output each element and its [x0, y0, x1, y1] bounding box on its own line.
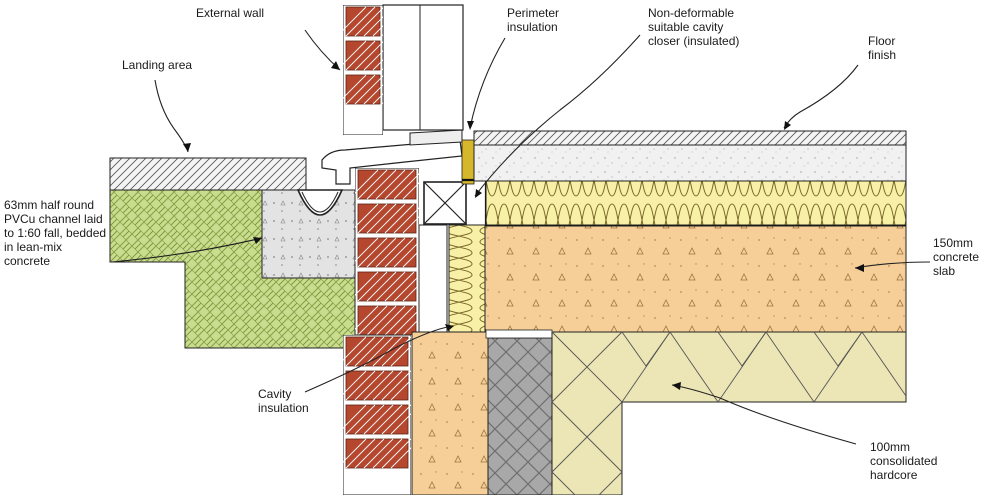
brick-hatch: [345, 438, 376, 469]
label-landing-area: Landing area: [122, 58, 193, 72]
brick-hatch: [354, 74, 385, 105]
concrete-slab: [484, 225, 907, 333]
brick-hatch: [384, 271, 415, 302]
brick-hatch: [372, 370, 403, 401]
brick-hatch: [363, 370, 394, 401]
brick-hatch: [402, 203, 419, 234]
label-concrete-slab: 150mm concrete slab: [933, 236, 980, 278]
brick-hatch: [381, 404, 412, 435]
door-frame: [382, 4, 464, 131]
brick-hatch: [345, 6, 376, 37]
brick: [357, 237, 417, 268]
brick-hatch: [384, 305, 415, 336]
brick-hatch: [384, 169, 415, 200]
brick-hatch: [366, 203, 397, 234]
brick-hatch: [381, 438, 412, 469]
brick-hatch: [393, 203, 419, 234]
label-perimeter-insulation: Perimeter insulation: [507, 6, 560, 34]
brick: [357, 203, 417, 234]
brick-hatch: [357, 237, 388, 268]
brick-hatch: [393, 169, 419, 200]
brick-hatch: [357, 271, 388, 302]
brick-hatch: [345, 40, 376, 71]
brick-hatch: [354, 336, 385, 367]
brick: [345, 438, 409, 469]
brick-hatch: [343, 336, 367, 367]
brick-hatch: [375, 203, 406, 234]
brick-hatch: [354, 6, 385, 37]
brick-hatch: [372, 404, 403, 435]
brick-hatch: [354, 40, 385, 71]
brick-hatch: [345, 404, 376, 435]
brick-hatch: [354, 404, 385, 435]
brick-hatch: [354, 438, 385, 469]
brick-hatch: [345, 336, 376, 367]
brick-hatch: [354, 370, 385, 401]
brick-hatch: [384, 203, 415, 234]
label-cavity-insulation: Cavity insulation: [258, 387, 309, 415]
brick-hatch: [375, 271, 406, 302]
brick-hatch: [343, 6, 367, 37]
floor-build-up: [473, 130, 907, 227]
brick-hatch: [343, 404, 367, 435]
label-floor-finish: Floor finish: [868, 34, 897, 62]
brick-hatch: [366, 237, 397, 268]
label-channel: 63mm half round PVCu channel laid to 1:6…: [4, 198, 107, 268]
brick-hatch: [363, 336, 394, 367]
brick-hatch: [345, 74, 376, 105]
brick-hatch: [402, 169, 419, 200]
brick-hatch: [393, 237, 419, 268]
hardcore: [551, 331, 907, 496]
inner-foundation: [411, 329, 553, 496]
cavity-closer: [423, 181, 467, 225]
brick-hatch: [384, 237, 415, 268]
brick-hatch: [393, 305, 419, 336]
leader-lines: [111, 29, 931, 445]
brick-hatch: [402, 237, 419, 268]
brick-hatch: [357, 203, 388, 234]
threshold-sill: [321, 129, 463, 185]
perimeter-insulation-strip: [461, 139, 475, 185]
brick-hatch: [393, 271, 419, 302]
label-external-wall: External wall: [196, 6, 265, 20]
brick-hatch: [366, 169, 397, 200]
label-cavity-closer: Non-deformable suitable cavity closer (i…: [648, 6, 740, 48]
brick-hatch: [343, 370, 367, 401]
brick-hatch: [366, 271, 397, 302]
brick-hatch: [366, 305, 397, 336]
brick-hatch: [372, 438, 403, 469]
leader-arrows: [183, 61, 864, 390]
brick-hatch: [345, 370, 376, 401]
brick-hatch: [375, 305, 406, 336]
external-brick-wall: [343, 5, 419, 495]
label-hardcore: 100mm consolidated hardcore: [870, 440, 938, 482]
brick-hatch: [381, 370, 412, 401]
brick-hatch: [343, 74, 367, 105]
brick-hatch: [402, 271, 419, 302]
brick-hatch: [375, 169, 406, 200]
brick-hatch: [343, 40, 367, 71]
brick-hatch: [372, 336, 403, 367]
brick-hatch: [357, 305, 388, 336]
brick-hatch: [381, 336, 412, 367]
lean-mix-bed: [261, 189, 356, 279]
brick: [357, 271, 417, 302]
brick-hatch: [363, 404, 394, 435]
brick-hatch: [363, 438, 394, 469]
brick-hatch: [375, 237, 406, 268]
landing-ground: [109, 157, 356, 349]
brick-hatch: [402, 305, 419, 336]
brick: [357, 169, 417, 200]
brick-hatch: [343, 438, 367, 469]
brick-hatch: [357, 169, 388, 200]
